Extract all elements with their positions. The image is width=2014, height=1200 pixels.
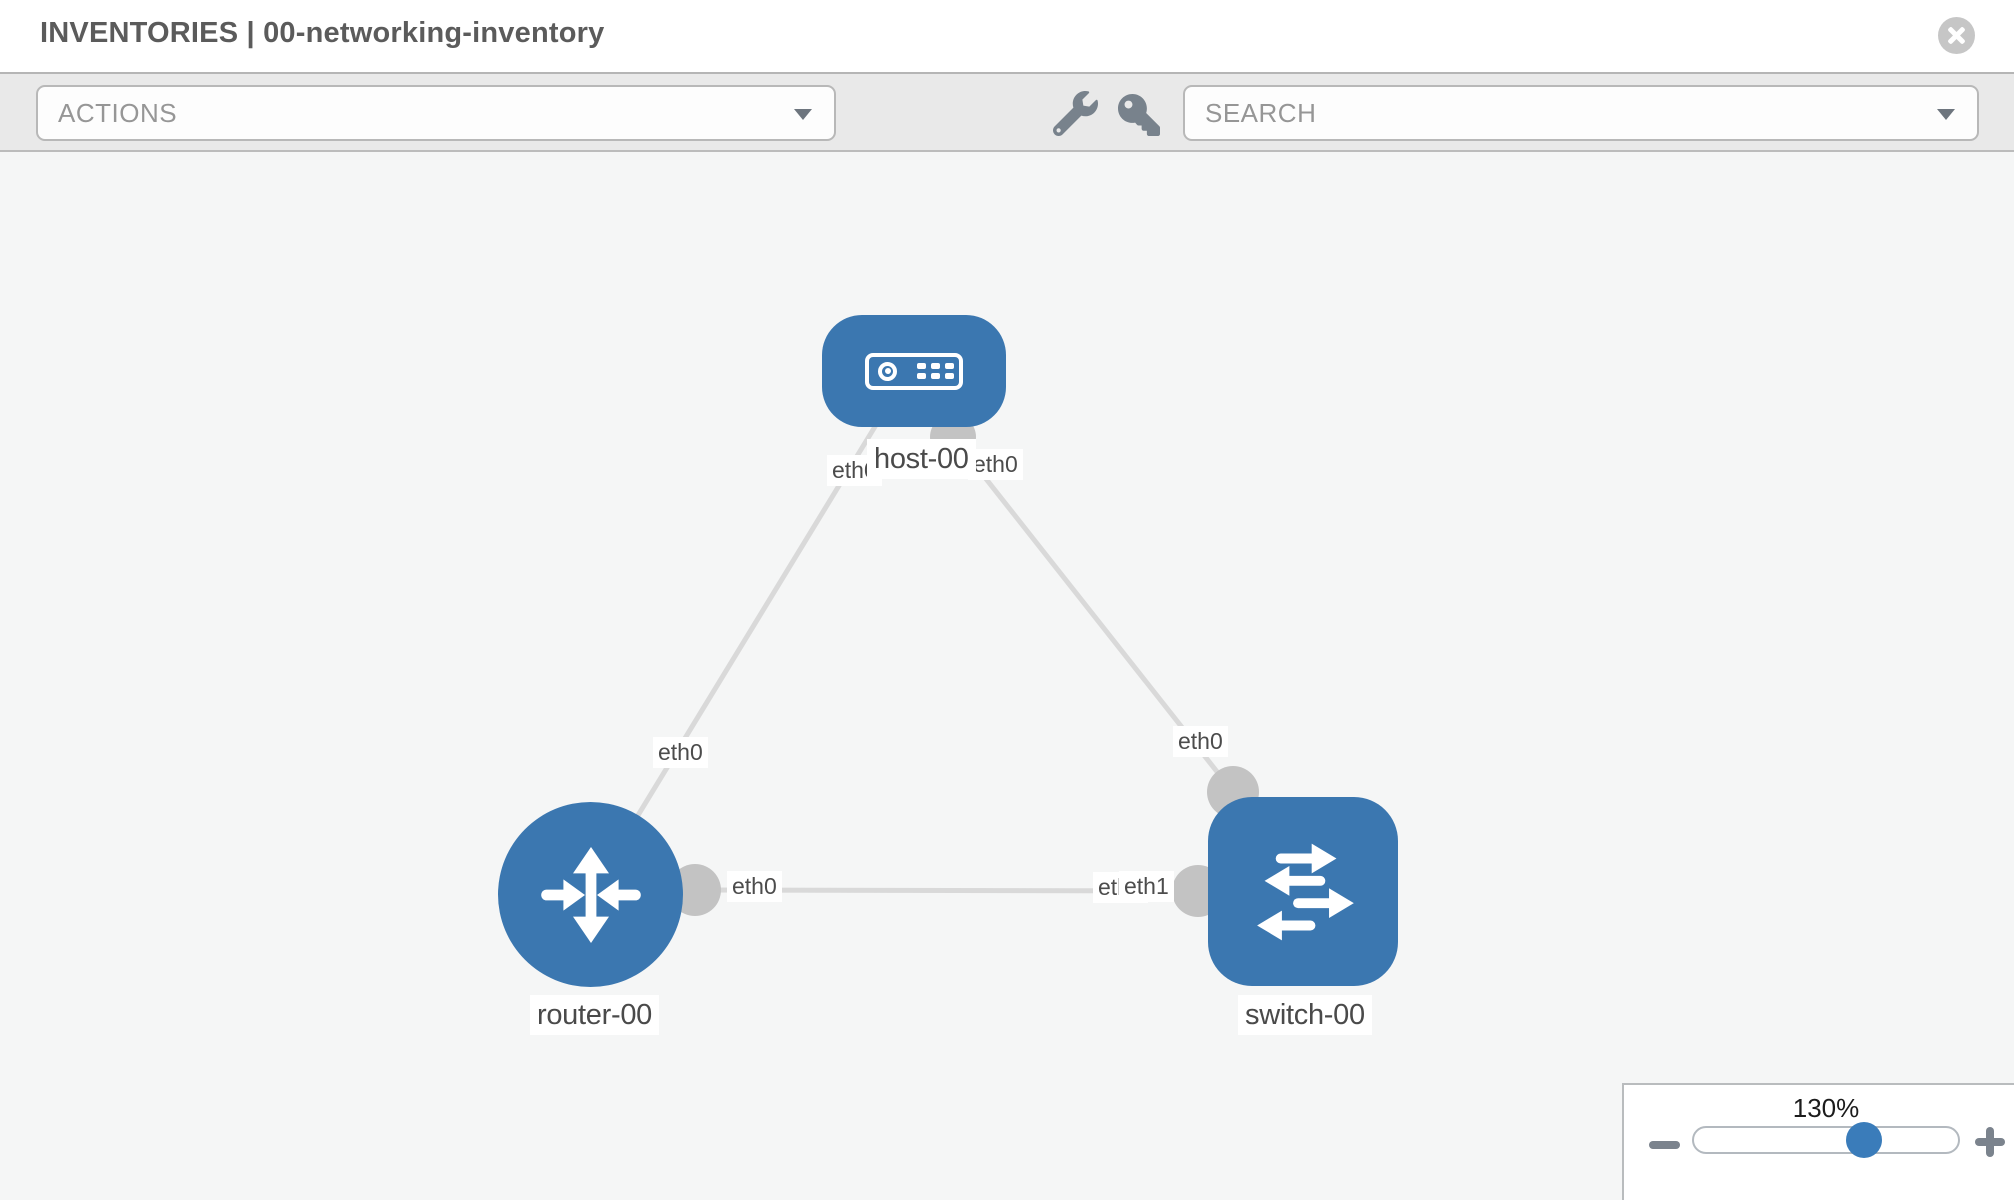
zoom-panel: 130% xyxy=(1622,1083,2014,1200)
chevron-down-icon xyxy=(794,109,812,120)
zoom-slider[interactable] xyxy=(1692,1126,1960,1154)
zoom-in-button[interactable] xyxy=(1974,1126,2006,1158)
interface-label: eth0 xyxy=(653,737,708,768)
interface-label: eth0 xyxy=(727,871,782,902)
search-input-placeholder: SEARCH xyxy=(1205,97,1317,128)
node-host-00[interactable] xyxy=(822,315,1006,427)
interface-label: eth0 xyxy=(1173,726,1228,757)
search-dropdown[interactable]: SEARCH xyxy=(1183,85,1979,141)
key-tool-button[interactable] xyxy=(1118,94,1160,136)
wrench-tool-button[interactable] xyxy=(1053,91,1098,136)
zoom-out-button[interactable] xyxy=(1649,1141,1680,1149)
interface-label: eth0 xyxy=(968,449,1023,480)
node-label-router: router-00 xyxy=(530,995,659,1035)
header: INVENTORIES | 00-networking-inventory xyxy=(0,0,2014,72)
wrench-icon xyxy=(1053,91,1098,136)
node-switch-00[interactable] xyxy=(1208,797,1398,986)
topology-links-layer xyxy=(587,400,1259,917)
node-label-switch: switch-00 xyxy=(1238,995,1372,1035)
zoom-slider-handle[interactable] xyxy=(1846,1122,1882,1158)
topology-canvas[interactable]: eth0 eth0 eth0 eth0 eth0 eth0 eth1 host-… xyxy=(0,152,2014,1200)
node-label-host: host-00 xyxy=(867,439,976,479)
actions-dropdown[interactable]: ACTIONS xyxy=(36,85,836,141)
page-title: INVENTORIES | 00-networking-inventory xyxy=(40,17,605,49)
router-icon xyxy=(540,846,641,943)
close-button[interactable] xyxy=(1938,17,1975,54)
host-icon xyxy=(865,352,963,390)
node-router-00[interactable] xyxy=(498,802,683,987)
switch-icon xyxy=(1257,843,1354,940)
key-icon xyxy=(1118,94,1160,136)
interface-label: eth1 xyxy=(1119,871,1174,902)
toolbar: ACTIONS SEARCH xyxy=(0,72,2014,152)
actions-dropdown-label: ACTIONS xyxy=(58,97,178,128)
zoom-level-readout: 130% xyxy=(1792,1093,1860,1123)
chevron-down-icon xyxy=(1937,109,1955,120)
